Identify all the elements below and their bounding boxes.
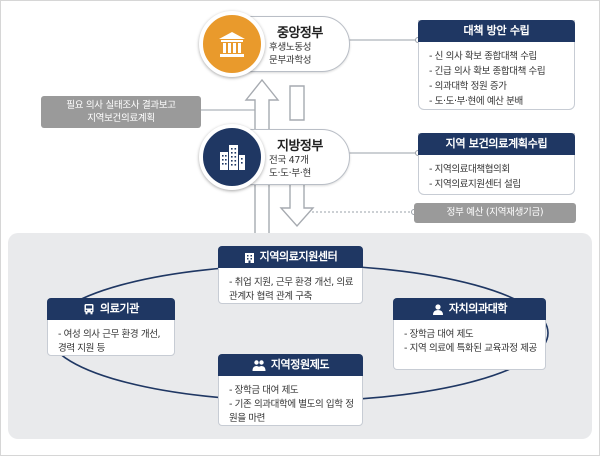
government-building-icon [219, 32, 245, 57]
medical-institution-list: 여성 의사 근무 환경 개선, 경력 지원 등 [58, 328, 168, 356]
local-sub-line-1: 전국 47개 [269, 155, 309, 166]
people-icon [252, 360, 266, 371]
top-connectors [200, 37, 421, 240]
regional-plan-panel-title: 지역 보건의료계획수립 [418, 133, 575, 155]
local-government-node: 지방정부 전국 47개 도·도·부·현 [199, 124, 350, 190]
list-item: 도·도·부·현에 예산 분배 [429, 94, 568, 109]
regional-plan-panel: 지역 보건의료계획수립 지역의료대책협의회 지역의료지원센터 설립 [418, 133, 575, 195]
central-government-title: 중앙정부 [277, 26, 323, 41]
policy-panel-list: 신 의사 확보 종합대책 수립 긴급 의사 확보 종합대책 수립 의과대학 정원… [429, 49, 568, 109]
jichi-university-list: 장학금 대여 제도 지역 의료에 특화된 교육과정 제공 [404, 328, 539, 356]
budget-note: 정부 예산 (지역재생기금) [414, 203, 576, 223]
up-arrow [244, 78, 280, 131]
survey-report-note-line-1: 필요 의사 실태조사 결과보고 [66, 100, 176, 111]
central-sub-line-1: 후생노동성 [269, 42, 312, 53]
regional-quota-title: 지역정원제도 [270, 358, 330, 371]
local-government-icon-circle [199, 124, 265, 190]
list-item: 지역 의료에 특화된 교육과정 제공 [404, 342, 539, 356]
support-center-box: 지역의료지원센터 취업 지원, 근무 환경 개선, 의료 관계자 협력 관계 구… [218, 246, 363, 304]
jichi-university-title: 자치의과대학 [448, 302, 508, 315]
list-item: 긴급 의사 확보 종합대책 수립 [429, 64, 568, 79]
survey-report-note-line-2: 지역보건의료계획 [87, 113, 155, 124]
list-item: 의과대학 정원 증가 [429, 79, 568, 94]
policy-panel: 대책 방안 수립 신 의사 확보 종합대책 수립 긴급 의사 확보 종합대책 수… [418, 20, 575, 110]
medical-institution-title: 의료기관 [100, 302, 139, 315]
medical-institution-box: 의료기관 여성 의사 근무 환경 개선, 경력 지원 등 [47, 298, 175, 356]
list-item: 기존 의과대학에 별도의 입학 정원을 마련 [229, 398, 356, 426]
city-buildings-icon [220, 145, 245, 170]
central-government-subtitle: 후생노동성 문부과학성 [269, 41, 312, 67]
medical-institution-title-bar: 의료기관 [47, 298, 175, 320]
regional-plan-panel-list: 지역의료대책협의회 지역의료지원센터 설립 [429, 162, 568, 192]
regional-quota-title-bar: 지역정원제도 [218, 354, 363, 376]
local-government-subtitle: 전국 47개 도·도·부·현 [269, 154, 311, 180]
list-item: 지역의료지원센터 설립 [429, 177, 568, 192]
support-center-title-bar: 지역의료지원센터 [218, 246, 363, 268]
jichi-university-title-bar: 자치의과대학 [393, 298, 546, 320]
graduate-person-icon [432, 304, 443, 315]
policy-panel-title: 대책 방안 수립 [418, 20, 575, 42]
hospital-building-icon [244, 252, 254, 263]
list-item: 장학금 대여 제도 [404, 328, 539, 342]
list-item: 장학금 대여 제도 [229, 384, 356, 398]
survey-report-note: 필요 의사 실태조사 결과보고 지역보건의료계획 [41, 96, 201, 128]
central-sub-line-2: 문부과학성 [269, 55, 312, 66]
jichi-university-box: 자치의과대학 장학금 대여 제도 지역 의료에 특화된 교육과정 제공 [393, 298, 546, 370]
regional-quota-list: 장학금 대여 제도 기존 의과대학에 별도의 입학 정원을 마련 [229, 384, 356, 426]
local-sub-line-2: 도·도·부·현 [269, 168, 311, 179]
down-arrow [289, 85, 305, 121]
list-item: 취업 지원, 근무 환경 개선, 의료 관계자 협력 관계 구축 [229, 276, 356, 304]
regional-quota-box: 지역정원제도 장학금 대여 제도 기존 의과대학에 별도의 입학 정원을 마련 [218, 354, 363, 426]
list-item: 지역의료대책협의회 [429, 162, 568, 177]
long-down-arrow [279, 181, 315, 228]
list-item: 여성 의사 근무 환경 개선, 경력 지원 등 [58, 328, 168, 356]
central-government-icon-circle [199, 11, 265, 77]
central-government-node: 중앙정부 후생노동성 문부과학성 [199, 11, 350, 77]
list-item: 신 의사 확보 종합대책 수립 [429, 49, 568, 64]
support-center-list: 취업 지원, 근무 환경 개선, 의료 관계자 협력 관계 구축 [229, 276, 356, 304]
bus-icon [84, 304, 94, 315]
support-center-title: 지역의료지원센터 [259, 250, 338, 263]
local-government-title: 지방정부 [277, 139, 323, 154]
